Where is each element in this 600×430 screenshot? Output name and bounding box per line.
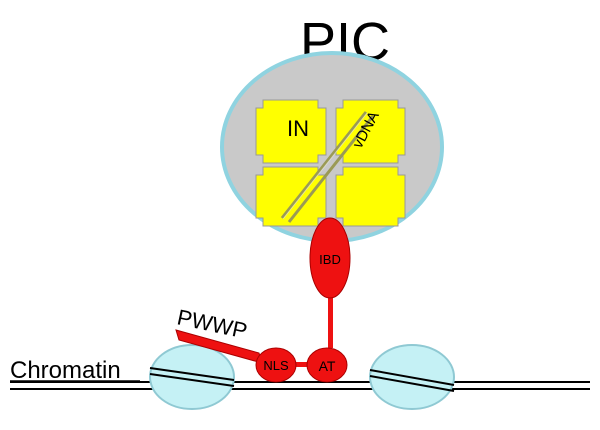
nucleosome-right [369, 344, 455, 410]
ibd-domain [309, 217, 351, 299]
at-domain [306, 347, 348, 383]
ledgf-protein: IBD AT NLS PWWP [175, 217, 351, 383]
nucleosome-left [149, 344, 235, 410]
chromatin-label: Chromatin [10, 357, 121, 384]
ibd-at-linker [328, 296, 333, 348]
ibd-label: IBD [319, 252, 341, 267]
integrase-tetramer [255, 99, 406, 227]
integrase-label: IN [287, 116, 309, 141]
pic-complex: IN vDNA [220, 51, 444, 243]
nls-label: NLS [263, 358, 289, 373]
nls-domain [255, 347, 297, 383]
nls-at-linker [294, 362, 310, 367]
chromatin-dna [10, 381, 590, 390]
at-label: AT [319, 358, 336, 374]
integrase-subunit-top-right [335, 99, 406, 164]
viral-dna [280, 111, 375, 223]
pic-disc [220, 51, 444, 243]
integrase-subunit-bottom-right [335, 166, 406, 227]
integrase-subunit-top-left [255, 99, 327, 164]
